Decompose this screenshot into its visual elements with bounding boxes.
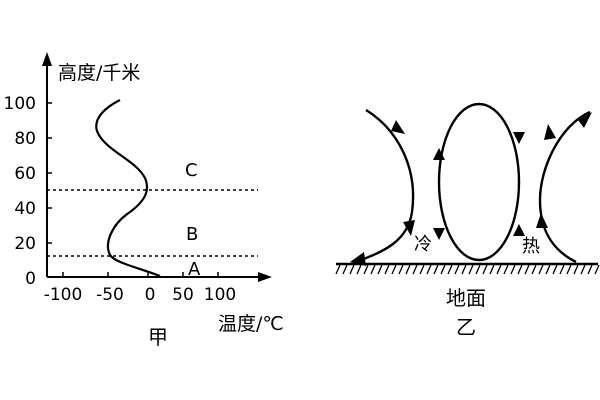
- y-axis-title: 高度/千米: [58, 62, 140, 84]
- right-ascending-flow-arrow: [538, 110, 591, 264]
- ground-hatching: [335, 264, 600, 275]
- arrowhead: [513, 224, 525, 236]
- y-tick-label: 40: [14, 199, 36, 219]
- y-tick-label: 60: [14, 164, 36, 184]
- figure-caption-b: 乙: [456, 315, 476, 339]
- ground-label: 地面: [446, 286, 486, 310]
- arrowhead: [578, 112, 592, 128]
- x-axis-title: 温度/℃: [218, 313, 284, 335]
- left-descending-flow-arrow: [354, 108, 415, 264]
- x-tick-label: -50: [96, 285, 124, 305]
- arrowhead: [513, 132, 525, 144]
- y-tick-label: 80: [14, 129, 36, 149]
- y-axis-arrow: [42, 52, 52, 66]
- y-tick-label: 100: [4, 94, 36, 114]
- thermal-circulation-diagram: 冷 热 地面 乙: [335, 102, 600, 339]
- arrowhead: [391, 120, 405, 134]
- x-tick-label: 100: [204, 285, 236, 305]
- y-tick-label: 0: [25, 269, 36, 289]
- cold-label: 冷: [414, 234, 432, 255]
- arrowhead: [544, 124, 556, 140]
- layer-label-c: C: [185, 160, 198, 181]
- temperature-curve: [95, 99, 161, 278]
- arrowhead: [433, 148, 445, 160]
- x-tick-label: 0: [145, 285, 156, 305]
- layer-label-a: A: [188, 259, 201, 280]
- x-tick-label: 50: [172, 285, 194, 305]
- figure-caption-a: 甲: [148, 325, 168, 349]
- arrowhead: [536, 213, 548, 228]
- temperature-profile-chart: 100 80 60 40 20 0 -100 -50 0 50 100 高度/千…: [4, 52, 284, 349]
- y-tick-label: 20: [14, 234, 36, 254]
- arrowhead: [433, 228, 445, 240]
- hot-label: 热: [522, 236, 540, 257]
- x-tick-label: -100: [44, 285, 83, 305]
- arrowhead: [403, 220, 415, 236]
- layer-label-b: B: [186, 224, 198, 245]
- x-axis-arrow: [258, 272, 272, 282]
- arrowhead: [350, 252, 366, 266]
- central-circulation-loop: [437, 102, 521, 262]
